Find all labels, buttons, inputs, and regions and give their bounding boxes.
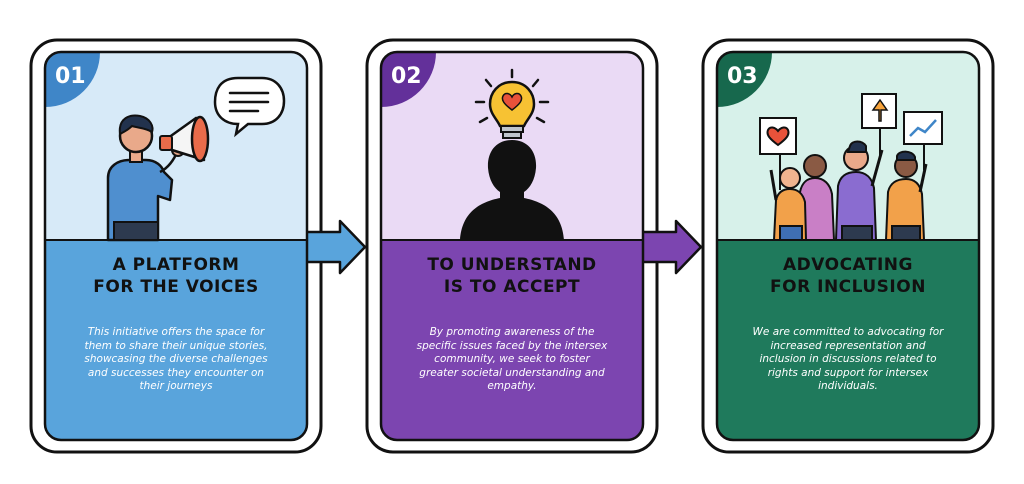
card-2-title-line1: TO UNDERSTAND <box>427 255 597 275</box>
card-3-description: We are committed to advocating for incre… <box>752 326 944 392</box>
card-2-number: 02 <box>391 64 422 89</box>
card-1-description: This initiative offers the space for the… <box>84 326 268 392</box>
card-3-number: 03 <box>727 64 758 89</box>
card-1-title-line2: FOR THE VOICES <box>93 277 259 297</box>
arrow-2-to-3-icon <box>639 219 703 275</box>
protest-group-icon <box>759 93 943 241</box>
card-3-title: ADVOCATING FOR INCLUSION <box>717 254 979 298</box>
card-2-title-line2: IS TO ACCEPT <box>443 277 581 297</box>
card-1-number: 01 <box>55 64 86 89</box>
card-1-title: A PLATFORM FOR THE VOICES <box>45 254 307 298</box>
card-2-description: By promoting awareness of the specific i… <box>416 326 608 392</box>
card-3-title-line1: ADVOCATING <box>783 255 913 275</box>
arrow-1-to-2-icon <box>303 219 367 275</box>
lightbulb-silhouette-icon <box>460 68 564 240</box>
card-1-title-line1: A PLATFORM <box>112 255 240 275</box>
megaphone-person-icon <box>106 76 286 242</box>
card-3-title-line2: FOR INCLUSION <box>770 277 926 297</box>
card-2-title: TO UNDERSTAND IS TO ACCEPT <box>381 254 643 298</box>
